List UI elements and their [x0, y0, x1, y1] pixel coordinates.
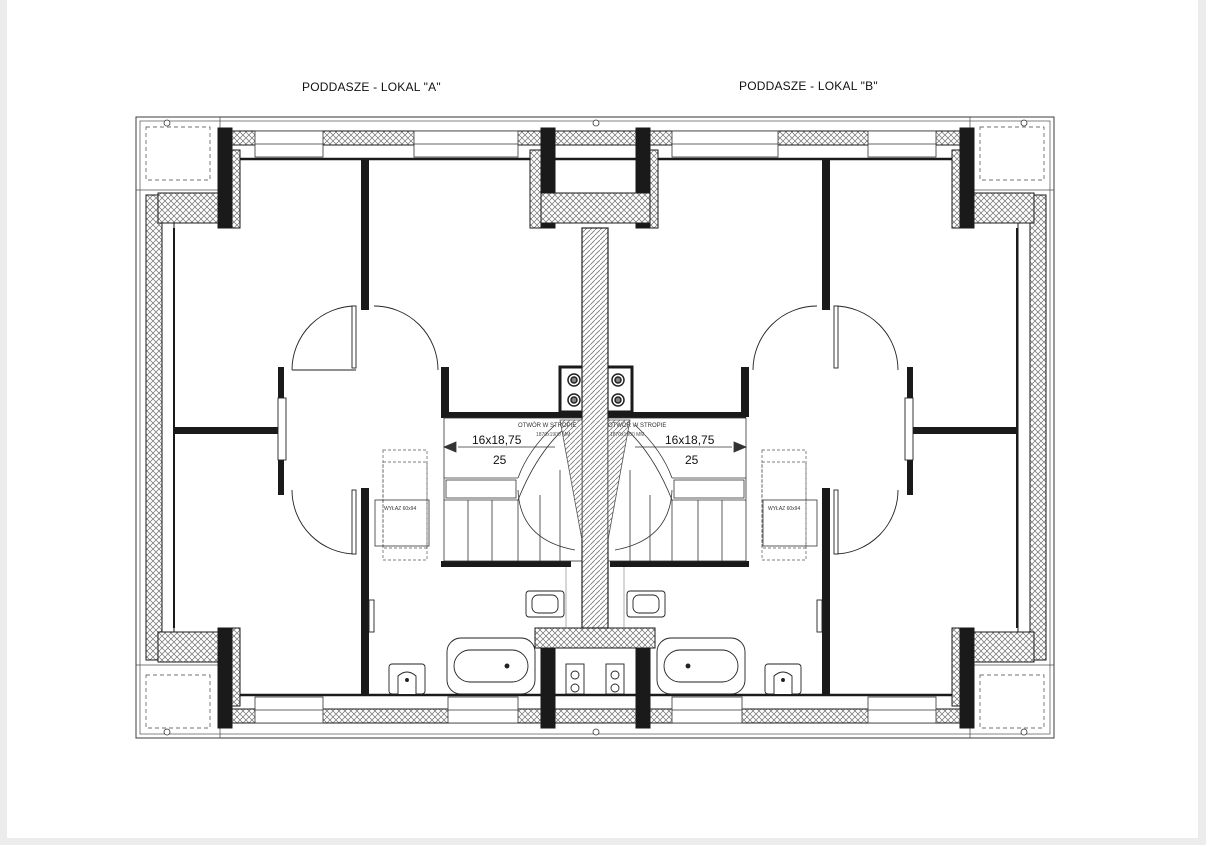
- staircase-left: [442, 417, 583, 562]
- exterior-walls: [145, 127, 1047, 729]
- staircase-right: [607, 417, 748, 562]
- opening-label-right: OTWÓR W STROPIE: [608, 422, 666, 429]
- unit-a-title: PODDASZE - LOKAL "A": [302, 80, 441, 94]
- windows: [254, 130, 937, 724]
- stair-left-count: 25: [493, 453, 507, 467]
- unit-b-title: PODDASZE - LOKAL "B": [739, 79, 878, 93]
- opening-label-left: OTWÓR W STROPIE: [518, 422, 576, 429]
- shaft-lines: [565, 567, 625, 628]
- outline-markers: [163, 119, 1028, 736]
- party-wall: [581, 227, 609, 629]
- roof-hatches: [382, 449, 807, 561]
- opening-size-right: 1870x1900 MM: [610, 432, 644, 438]
- eave-corners: [135, 116, 1055, 739]
- vent-ducts: [567, 373, 625, 407]
- stair-right-spec: 16x18,75: [665, 433, 715, 447]
- opening-size-left: 1870x1900 MM: [536, 432, 570, 438]
- doors: [277, 305, 914, 633]
- bathroom-fixtures: [388, 590, 802, 695]
- hatch-left-label: WYŁAZ 60x94: [384, 506, 416, 512]
- hatch-frames: [374, 499, 818, 547]
- stair-left-spec: 16x18,75: [472, 433, 522, 447]
- hatch-right-label: WYŁAZ 60x94: [768, 506, 800, 512]
- stair-right-count: 25: [685, 453, 699, 467]
